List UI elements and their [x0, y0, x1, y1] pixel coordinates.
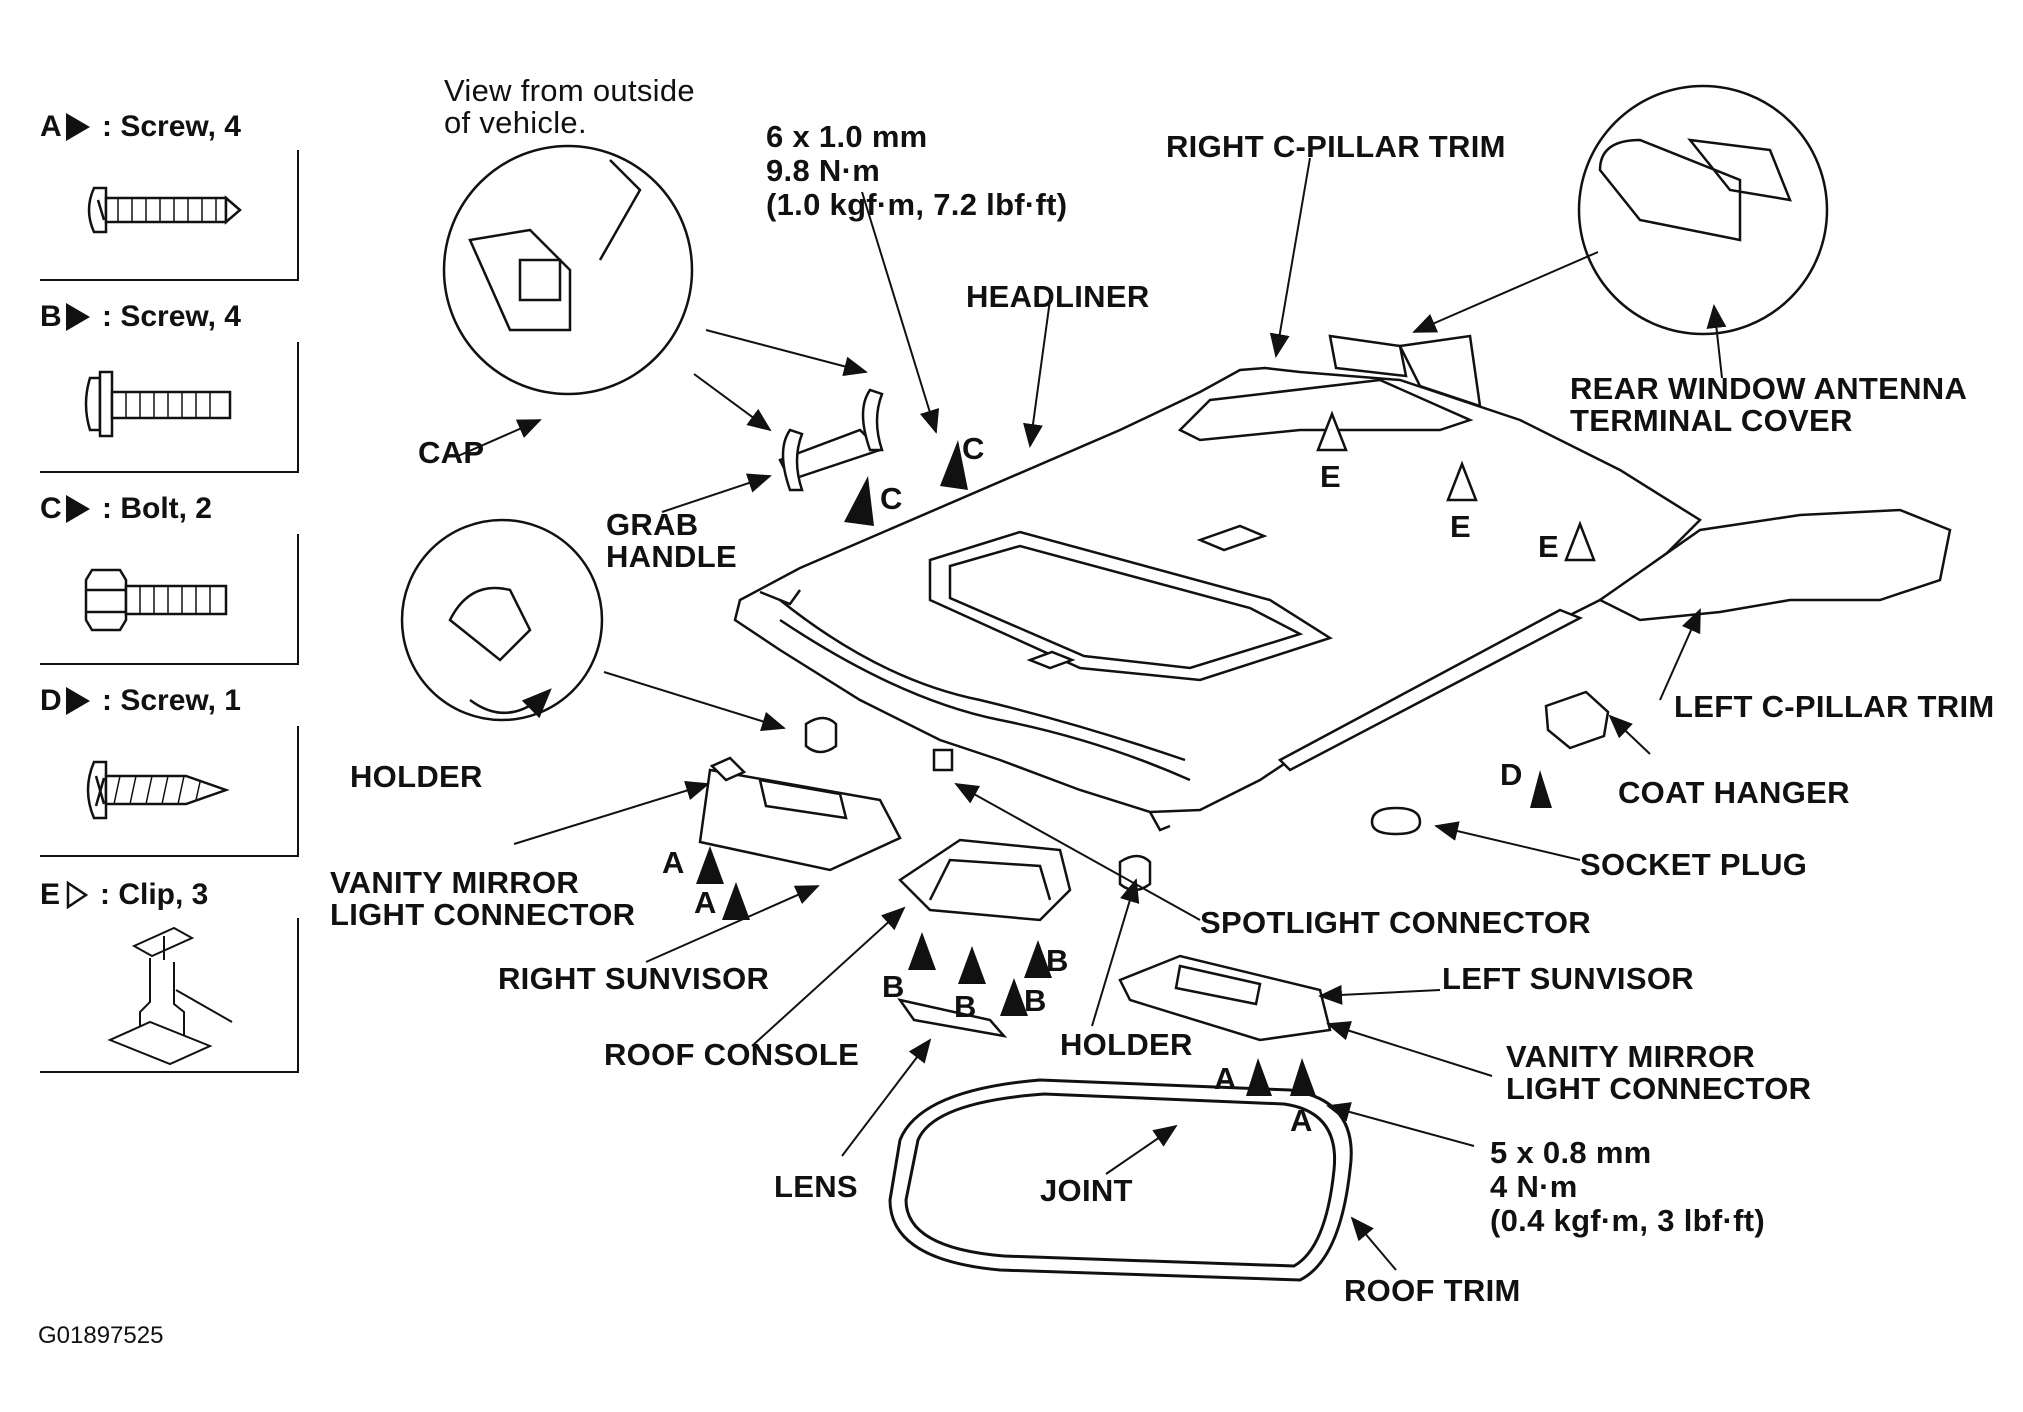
filled-marker-icon: [66, 113, 90, 141]
legend-text: : Screw, 1: [102, 684, 241, 717]
marker-letter-e: E: [1320, 459, 1341, 494]
label-grab-handle-2: HANDLE: [606, 539, 737, 574]
marker-letter-e: E: [1450, 509, 1471, 544]
label-holder-center: HOLDER: [1060, 1027, 1193, 1062]
label-vanity-right-1: VANITY MIRROR: [330, 865, 580, 900]
roof-console: [898, 838, 1072, 922]
label-vanity-right-2: LIGHT CONNECTOR: [330, 897, 636, 932]
label-headliner: HEADLINER: [966, 279, 1150, 314]
label-rear-window-antenna-2: TERMINAL COVER: [1570, 403, 1853, 438]
marker-letter-d: D: [1500, 757, 1523, 792]
legend-letter: B: [40, 300, 62, 333]
open-marker-icon: [66, 881, 88, 909]
label-spotlight-connector: SPOTLIGHT CONNECTOR: [1200, 905, 1591, 940]
torque-c-size: 6 x 1.0 mm: [766, 119, 928, 154]
marker-letter-b: B: [1024, 983, 1047, 1018]
legend-row-a: A : Screw, 4: [40, 110, 241, 144]
clip-icon: [107, 926, 233, 1066]
grab-handle: [778, 388, 884, 492]
label-holder-left: HOLDER: [350, 759, 483, 794]
legend-row-d: D : Screw, 1: [40, 684, 241, 718]
view-note-line-1: View from outside: [444, 73, 695, 108]
legend-text: : Clip, 3: [100, 878, 209, 911]
marker-letter-b: B: [882, 969, 905, 1004]
detail-circle-cap: [442, 144, 694, 396]
legend-text: : Screw, 4: [102, 300, 241, 333]
legend-row-c: C : Bolt, 2: [40, 492, 212, 526]
label-coat-hanger: COAT HANGER: [1618, 775, 1850, 810]
torque-c-nm: 9.8 N·m: [766, 153, 881, 188]
coat-hanger: [1544, 690, 1610, 750]
right-c-pillar-trim: [1328, 334, 1482, 408]
legend-text: : Screw, 4: [102, 110, 241, 143]
lens: [897, 998, 1008, 1038]
marker-letter-c: C: [962, 431, 985, 466]
label-roof-console: ROOF CONSOLE: [604, 1037, 860, 1072]
label-rear-window-antenna-1: REAR WINDOW ANTENNA: [1570, 371, 1968, 406]
roof-trim: [888, 1078, 1353, 1282]
marker-letter-b: B: [1046, 943, 1069, 978]
right-sunvisor: [698, 756, 902, 872]
torque-a-size: 5 x 0.8 mm: [1490, 1135, 1652, 1170]
label-grab-handle-1: GRAB: [606, 507, 699, 542]
legend-frame: [40, 150, 299, 1073]
spotlight-connector-part: [932, 748, 954, 772]
tapping-screw-icon: [86, 760, 230, 820]
fastener-markers: [696, 440, 1552, 1096]
detail-circle-holder: [400, 518, 604, 722]
detail-circle-antenna: [1577, 84, 1829, 336]
legend-row-e: E : Clip, 3: [40, 878, 208, 912]
label-joint: JOINT: [1040, 1173, 1133, 1208]
torque-a-nm: 4 N·m: [1490, 1169, 1578, 1204]
marker-letter-b: B: [954, 989, 977, 1024]
legend-letter: C: [40, 492, 62, 525]
label-right-sunvisor: RIGHT SUNVISOR: [498, 961, 770, 996]
legend-text: : Bolt, 2: [102, 492, 212, 525]
clip-markers: [1316, 410, 1596, 562]
marker-letter-a: A: [1290, 1103, 1313, 1138]
label-left-sunvisor: LEFT SUNVISOR: [1442, 961, 1694, 996]
legend-row-b: B : Screw, 4: [40, 300, 241, 334]
pan-head-screw-icon: [87, 186, 242, 234]
hex-bolt-icon: [84, 568, 228, 632]
washer-screw-icon: [84, 370, 232, 438]
legend-letter: A: [40, 110, 62, 143]
torque-c-kgf: (1.0 kgf·m, 7.2 lbf·ft): [766, 187, 1068, 222]
label-lens: LENS: [774, 1169, 858, 1204]
holder-left-part: [804, 716, 838, 754]
label-cap: CAP: [418, 435, 485, 470]
legend-letter: D: [40, 684, 62, 717]
marker-letter-e: E: [1538, 529, 1559, 564]
torque-a-kgf: (0.4 kgf·m, 3 lbf·ft): [1490, 1203, 1765, 1238]
leader-lines: [457, 157, 1727, 1271]
label-vanity-left-2: LIGHT CONNECTOR: [1506, 1071, 1812, 1106]
marker-letter-a: A: [662, 845, 685, 880]
label-roof-trim: ROOF TRIM: [1344, 1273, 1521, 1308]
filled-marker-icon: [66, 687, 90, 715]
figure-code: G01897525: [38, 1322, 164, 1349]
marker-letter-a: A: [1214, 1061, 1237, 1096]
socket-plug: [1370, 806, 1422, 836]
label-socket-plug: SOCKET PLUG: [1580, 847, 1808, 882]
marker-letter-c: C: [880, 481, 903, 516]
filled-marker-icon: [66, 303, 90, 331]
view-note-line-2: of vehicle.: [444, 105, 587, 140]
label-vanity-left-1: VANITY MIRROR: [1506, 1039, 1756, 1074]
label-left-c-pillar-trim: LEFT C-PILLAR TRIM: [1674, 689, 1995, 724]
filled-marker-icon: [66, 495, 90, 523]
marker-letter-a: A: [694, 885, 717, 920]
label-right-c-pillar-trim: RIGHT C-PILLAR TRIM: [1166, 129, 1506, 164]
legend-letter: E: [40, 878, 61, 911]
